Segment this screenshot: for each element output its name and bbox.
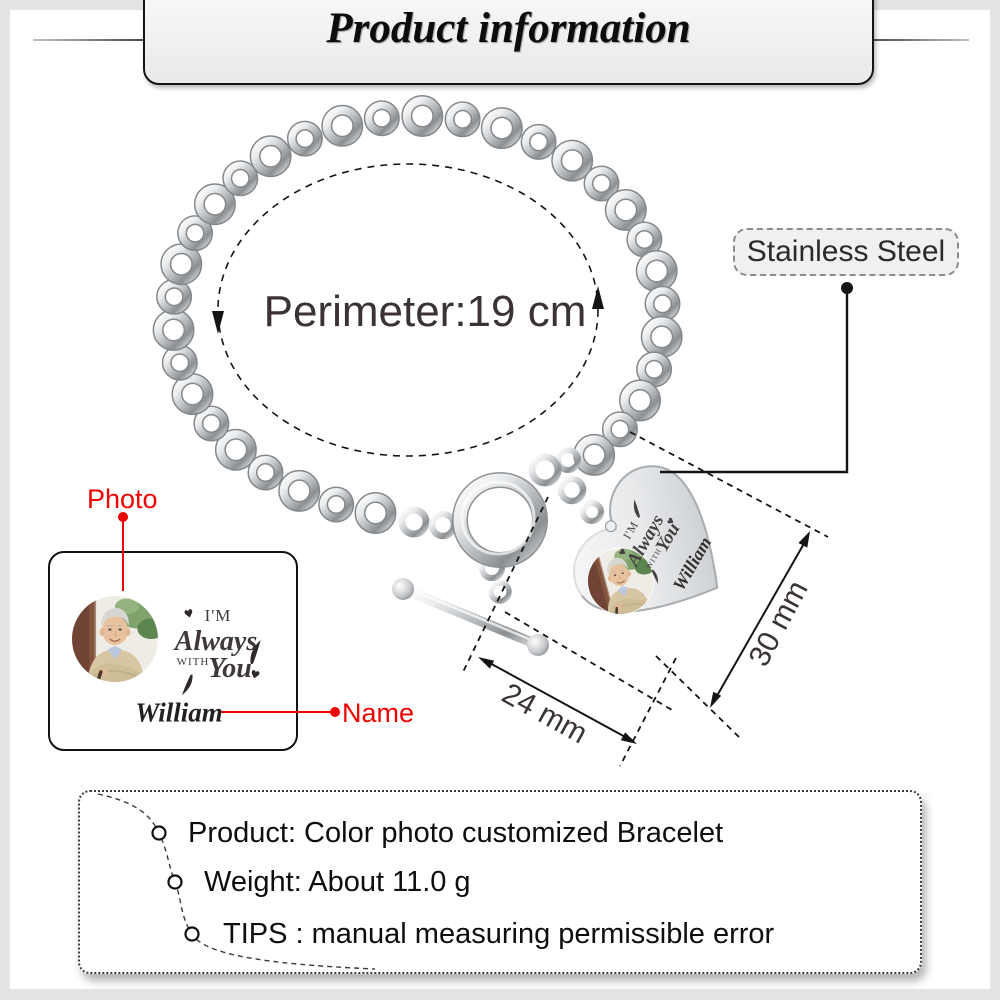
design-card: I'M Always WITH You William ♥ ♥ [48, 551, 298, 751]
charm-heart-icon: ♥ [617, 546, 629, 557]
info-box: Product: Color photo customized Bracelet… [78, 790, 922, 974]
bullet-circle [184, 926, 200, 942]
material-leader-line [660, 282, 853, 474]
page-title: Product information [326, 5, 691, 52]
info-item-tips: TIPS : manual measuring permissible erro… [223, 918, 775, 950]
card-text-with: WITH [176, 656, 210, 668]
perimeter-arrow-right [592, 286, 604, 309]
toggle-ring [452, 472, 548, 568]
charm-heart-icon-2: ♥ [665, 515, 677, 526]
title-divider-left [33, 39, 143, 41]
card-text-you: You [208, 653, 252, 684]
height-label: 30 mm [743, 575, 815, 671]
photo-callout-label: Photo [87, 484, 158, 514]
width-label: 24 mm [497, 677, 593, 750]
material-tag: Stainless Steel [733, 228, 959, 276]
perimeter-arrow-left [212, 311, 224, 334]
name-callout-dot [330, 707, 340, 717]
name-callout-line [221, 711, 333, 713]
perimeter-label: Perimeter:19 cm [264, 287, 587, 336]
name-callout-label: Name [342, 698, 415, 728]
card-photo [72, 596, 158, 682]
heart-icon-2: ♥ [248, 667, 262, 683]
clasp-links [398, 447, 581, 604]
perimeter-annotation: Perimeter:19 cm [212, 163, 604, 457]
portrait-image [72, 596, 158, 682]
title-divider-right [870, 39, 969, 41]
info-item-product: Product: Color photo customized Bracelet [188, 817, 724, 849]
jump-rings [528, 453, 604, 524]
card-text-im: I'M [204, 606, 232, 625]
bullet-circle [151, 825, 167, 841]
bracelet-chain [152, 95, 683, 534]
photo-callout-line [122, 521, 124, 591]
bullet-circle [167, 874, 183, 890]
feather-icon-2 [181, 674, 193, 696]
charm-photo [580, 541, 661, 622]
bullet-curve [97, 793, 376, 970]
charm-feather-icon [633, 499, 641, 519]
feather-icon [250, 640, 261, 665]
perimeter-ellipse [217, 163, 599, 457]
photo-callout-dot [118, 512, 128, 522]
charm-hole [604, 520, 617, 533]
card-name: William [135, 697, 223, 728]
card-text-always: Always [174, 626, 258, 657]
charm-feather-icon-2 [651, 569, 659, 584]
title-box: Product information [143, 0, 874, 85]
heart-charm: I'M Always WITH You ♥ ♥ William [572, 465, 719, 622]
heart-icon: ♥ [182, 606, 196, 622]
toggle-bar [392, 578, 549, 656]
info-item-weight: Weight: About 11.0 g [204, 866, 471, 898]
